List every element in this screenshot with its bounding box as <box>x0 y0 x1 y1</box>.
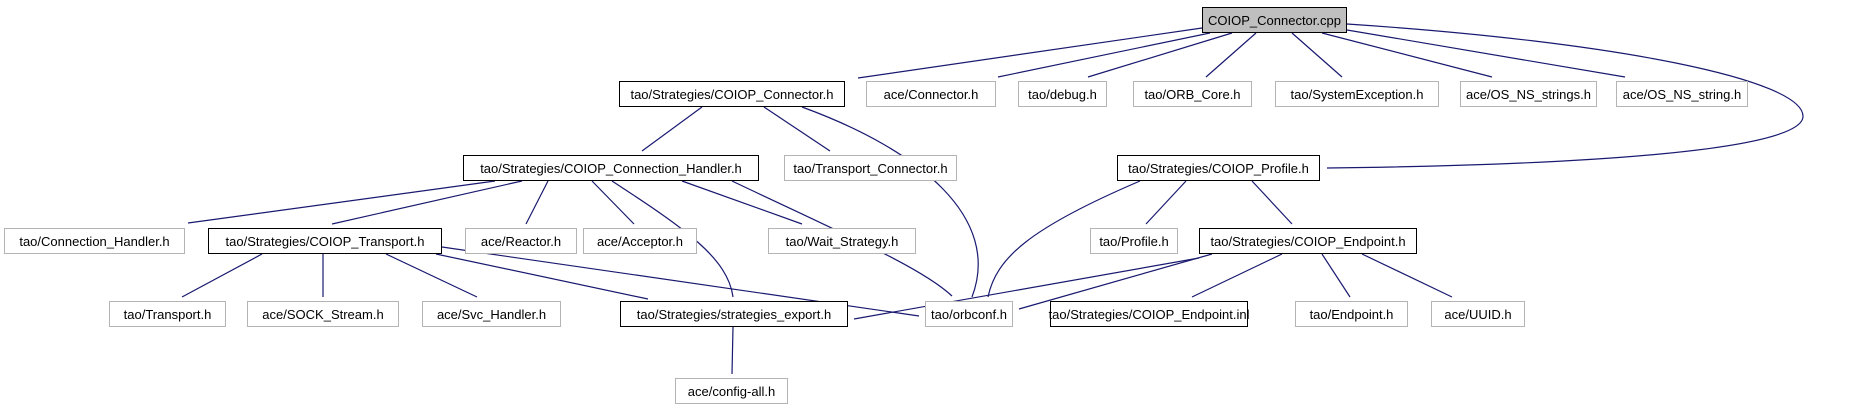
node-label: tao/ORB_Core.h <box>1144 86 1241 102</box>
node-tao-orbconf-h: tao/orbconf.h <box>925 301 1013 327</box>
node-ace-svc-handler-h: ace/Svc_Handler.h <box>422 301 561 327</box>
node-coiop-endpoint-inl[interactable]: tao/Strategies/COIOP_Endpoint.inl <box>1049 301 1249 327</box>
node-tao-wait-strategy-h: tao/Wait_Strategy.h <box>768 228 916 254</box>
edge-coiop-connector-cpp-to-tao-systemexception-h <box>1291 32 1343 78</box>
node-label: tao/Wait_Strategy.h <box>785 233 899 249</box>
node-tao-debug-h: tao/debug.h <box>1018 81 1107 107</box>
edge-coiop-endpoint-h-to-ace-uuid-h <box>1361 253 1453 298</box>
edge-coiop-connection-handler-h-to-tao-wait-strategy-h <box>681 180 803 225</box>
node-label: ace/Svc_Handler.h <box>436 306 547 322</box>
node-ace-uuid-h: ace/UUID.h <box>1431 301 1525 327</box>
edge-coiop-connector-cpp-to-ace-os-ns-string-h <box>1346 29 1626 78</box>
node-label: tao/Strategies/strategies_export.h <box>636 306 832 322</box>
node-coiop-connector-cpp: COIOP_Connector.cpp <box>1202 7 1347 33</box>
edge-coiop-profile-h-to-coiop-endpoint-h <box>1251 180 1293 225</box>
node-ace-os-ns-strings-h: ace/OS_NS_strings.h <box>1460 81 1597 107</box>
node-ace-sock-stream-h: ace/SOCK_Stream.h <box>247 301 399 327</box>
edge-coiop-transport-h-to-ace-svc-handler-h <box>385 253 478 298</box>
node-coiop-profile-h[interactable]: tao/Strategies/COIOP_Profile.h <box>1117 155 1320 181</box>
edge-strategies-coiop-connector-h-to-tao-transport-connector-h <box>763 106 831 152</box>
edge-coiop-connector-cpp-to-tao-debug-h <box>1087 32 1233 78</box>
node-label: tao/Endpoint.h <box>1309 306 1394 322</box>
node-label: tao/Strategies/COIOP_Connector.h <box>630 86 834 102</box>
edge-coiop-connector-cpp-to-ace-os-ns-strings-h <box>1321 32 1493 78</box>
node-label: ace/OS_NS_string.h <box>1622 86 1742 102</box>
node-coiop-connection-handler-h[interactable]: tao/Strategies/COIOP_Connection_Handler.… <box>463 155 759 181</box>
node-label: ace/SOCK_Stream.h <box>262 306 384 322</box>
node-label: tao/Strategies/COIOP_Transport.h <box>225 233 425 249</box>
edge-strategies-coiop-connector-h-to-tao-orbconf-h <box>801 106 979 298</box>
edge-coiop-connection-handler-h-to-coiop-transport-h <box>331 180 523 225</box>
node-ace-reactor-h: ace/Reactor.h <box>465 228 577 254</box>
node-label: ace/OS_NS_strings.h <box>1465 86 1591 102</box>
node-coiop-endpoint-h[interactable]: tao/Strategies/COIOP_Endpoint.h <box>1199 228 1417 254</box>
edge-coiop-connection-handler-h-to-tao-connection-handler-h <box>187 180 496 224</box>
node-tao-connection-handler-h: tao/Connection_Handler.h <box>4 228 185 254</box>
node-label: tao/Profile.h <box>1099 233 1169 249</box>
edge-coiop-connector-cpp-to-strategies-coiop-connector-h <box>857 27 1203 79</box>
node-strategies-export-h[interactable]: tao/Strategies/strategies_export.h <box>620 301 848 327</box>
node-label: tao/Strategies/COIOP_Profile.h <box>1128 160 1309 176</box>
node-ace-os-ns-string-h: ace/OS_NS_string.h <box>1616 81 1748 107</box>
node-ace-acceptor-h: ace/Acceptor.h <box>583 228 697 254</box>
edge-coiop-transport-h-to-strategies-export-h <box>435 253 649 300</box>
node-label: tao/Strategies/COIOP_Connection_Handler.… <box>480 160 742 176</box>
edge-strategies-coiop-connector-h-to-coiop-connection-handler-h <box>641 106 703 152</box>
node-label: ace/Reactor.h <box>480 233 562 249</box>
node-coiop-transport-h[interactable]: tao/Strategies/COIOP_Transport.h <box>208 228 442 254</box>
node-label: tao/orbconf.h <box>931 306 1007 322</box>
edge-coiop-connector-cpp-to-ace-connector-h <box>997 32 1211 78</box>
node-label: tao/Transport.h <box>123 306 212 322</box>
node-label: tao/Strategies/COIOP_Endpoint.inl <box>1048 306 1250 322</box>
node-label: ace/Connector.h <box>883 86 979 102</box>
node-label: tao/Transport_Connector.h <box>793 160 948 176</box>
node-tao-transport-connector-h: tao/Transport_Connector.h <box>784 155 957 181</box>
edge-strategies-export-h-to-ace-config-all-h <box>731 326 734 375</box>
node-tao-profile-h: tao/Profile.h <box>1090 228 1178 254</box>
node-ace-config-all-h: ace/config-all.h <box>675 378 788 404</box>
node-ace-connector-h: ace/Connector.h <box>866 81 996 107</box>
edge-coiop-connection-handler-h-to-ace-acceptor-h <box>591 180 635 225</box>
node-strategies-coiop-connector-h[interactable]: tao/Strategies/COIOP_Connector.h <box>619 81 845 107</box>
node-tao-transport-h: tao/Transport.h <box>109 301 226 327</box>
node-tao-orb-core-h: tao/ORB_Core.h <box>1133 81 1252 107</box>
edge-coiop-endpoint-h-to-coiop-endpoint-inl <box>1191 253 1283 298</box>
node-tao-endpoint-h: tao/Endpoint.h <box>1295 301 1408 327</box>
node-tao-systemexception-h: tao/SystemException.h <box>1275 81 1439 107</box>
edge-coiop-profile-h-to-tao-profile-h <box>1145 180 1187 225</box>
node-label: ace/UUID.h <box>1444 306 1512 322</box>
edge-coiop-transport-h-to-tao-transport-h <box>181 253 263 298</box>
node-label: tao/Strategies/COIOP_Endpoint.h <box>1210 233 1406 249</box>
edge-coiop-connection-handler-h-to-ace-reactor-h <box>525 180 549 225</box>
node-label: ace/config-all.h <box>687 383 776 399</box>
edge-coiop-endpoint-h-to-tao-endpoint-h <box>1321 253 1351 298</box>
node-label: tao/Connection_Handler.h <box>19 233 170 249</box>
node-label: tao/SystemException.h <box>1290 86 1424 102</box>
node-label: tao/debug.h <box>1028 86 1097 102</box>
edge-coiop-connector-cpp-to-tao-orb-core-h <box>1205 32 1257 78</box>
node-label: ace/Acceptor.h <box>597 233 683 249</box>
node-label: COIOP_Connector.cpp <box>1208 12 1341 28</box>
